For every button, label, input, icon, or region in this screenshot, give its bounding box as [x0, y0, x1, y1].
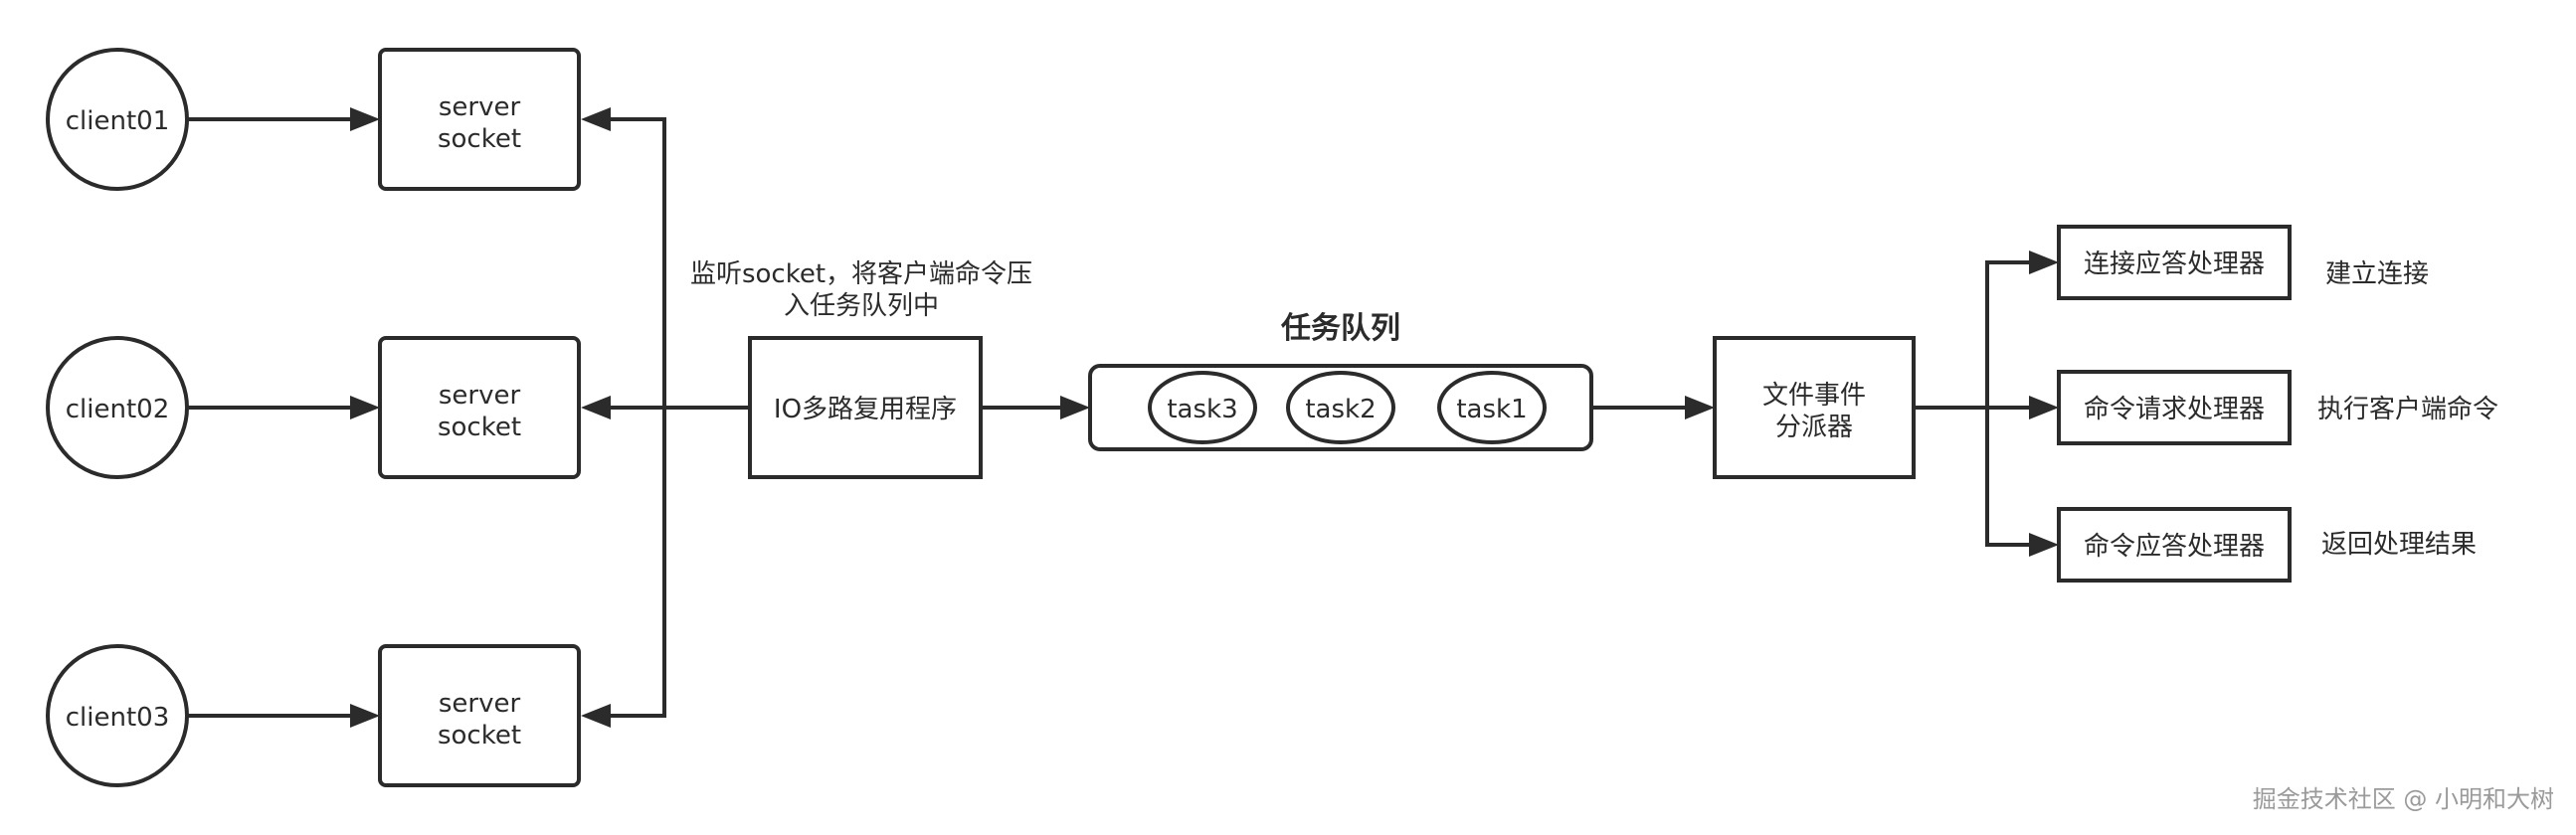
- handler-label: 命令请求处理器: [2084, 395, 2265, 424]
- watermark-text: 掘金技术社区 @ 小明和大树: [2253, 785, 2554, 813]
- server-socket-2: server socket: [378, 336, 581, 479]
- handler-label: 命令应答处理器: [2084, 532, 2265, 562]
- task-queue-title: 任务队列: [1280, 311, 1400, 346]
- dispatcher-box: [1713, 336, 1916, 479]
- arrow-head: [581, 107, 611, 131]
- server-socket-3: server socket: [378, 644, 581, 787]
- handler-box: [2057, 225, 2292, 300]
- client-label: client03: [66, 703, 170, 733]
- dispatcher-label-line2: 分派器: [1775, 413, 1853, 442]
- task-ellipse: [1437, 371, 1547, 444]
- io-to-socket-bus: [581, 107, 750, 728]
- arrow-head: [2029, 533, 2059, 557]
- task-queue: task3 task2 task1: [1088, 364, 1593, 451]
- socket-box: [378, 336, 581, 479]
- arrow-head: [1685, 396, 1715, 419]
- handler-note: 建立连接: [2325, 259, 2429, 289]
- io-annotation-line2: 入任务队列中: [784, 291, 939, 321]
- io-annotation-line1: 监听socket，将客户端命令压: [690, 259, 1032, 289]
- dispatcher-label-line1: 文件事件: [1762, 381, 1866, 411]
- task-item-2: task2: [1286, 371, 1395, 444]
- task-label: task1: [1456, 395, 1527, 424]
- handler-command-request: 命令请求处理器 执行客户端命令: [2057, 370, 2498, 445]
- io-multiplexer-label: IO多路复用程序: [774, 395, 957, 424]
- task-label: task3: [1167, 395, 1237, 424]
- client-label: client02: [66, 395, 170, 424]
- handler-connect-accept: 连接应答处理器 建立连接: [2057, 225, 2429, 300]
- arrow-head: [581, 704, 611, 728]
- client-node-2: client02: [46, 336, 189, 479]
- client-node-1: client01: [46, 48, 189, 191]
- arrow-head: [2029, 250, 2059, 274]
- dispatcher-to-handler-arrows: [1914, 250, 2059, 557]
- socket-label-line2: socket: [438, 124, 521, 154]
- socket-label-line1: server: [439, 689, 521, 719]
- server-socket-1: server socket: [378, 48, 581, 191]
- client-to-socket-arrows: [187, 107, 380, 728]
- socket-box: [378, 644, 581, 787]
- arrow-head: [350, 704, 380, 728]
- io-multiplexer-box: [748, 336, 983, 479]
- handler-label: 连接应答处理器: [2084, 250, 2265, 279]
- handler-command-reply: 命令应答处理器 返回处理结果: [2057, 507, 2477, 583]
- handler-box: [2057, 370, 2292, 445]
- socket-label-line1: server: [439, 381, 521, 411]
- socket-label-line2: socket: [438, 413, 521, 442]
- arrow-head: [581, 396, 611, 419]
- arrow-head: [350, 396, 380, 419]
- handler-box: [2057, 507, 2292, 583]
- arrow-head: [2029, 396, 2059, 419]
- socket-label-line1: server: [439, 92, 521, 122]
- socket-label-line2: socket: [438, 721, 521, 751]
- handler-note: 执行客户端命令: [2317, 395, 2498, 424]
- handler-note: 返回处理结果: [2321, 530, 2477, 560]
- arrow-head: [1060, 396, 1090, 419]
- arrow-head: [350, 107, 380, 131]
- socket-box: [378, 48, 581, 191]
- task-item-1: task3: [1148, 371, 1257, 444]
- task-ellipse: [1286, 371, 1395, 444]
- task-item-3: task1: [1437, 371, 1547, 444]
- task-label: task2: [1305, 395, 1376, 424]
- client-node-3: client03: [46, 644, 189, 787]
- io-multiplexer: IO多路复用程序: [748, 336, 983, 479]
- task-ellipse: [1148, 371, 1257, 444]
- event-dispatcher: 文件事件 分派器: [1713, 336, 1916, 479]
- client-label: client01: [66, 106, 170, 136]
